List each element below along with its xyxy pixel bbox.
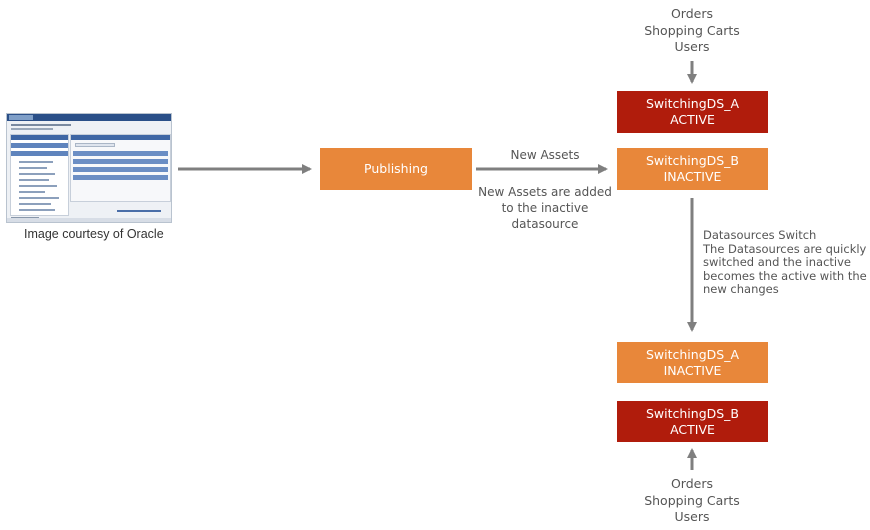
ds-name: SwitchingDS_B [645,405,740,421]
switch-note-line: switched and the inactive [703,255,852,269]
switch-note-title: Datasources Switch [703,228,817,242]
switch-note-line: becomes the active with the [703,268,867,283]
switching-ds-b-inactive-box: SwitchingDS_B INACTIVE [617,148,768,190]
ds-state: ACTIVE [670,112,715,127]
ds-state: INACTIVE [663,362,722,378]
switch-note-line: new changes [703,282,779,296]
thumbnail-right-panel [70,134,171,202]
switching-ds-a-inactive-box: SwitchingDS_A INACTIVE [617,342,768,383]
switching-ds-a-active-box: SwitchingDS_A ACTIVE [617,91,768,133]
switch-note-line: The Datasources are quickly [703,241,867,256]
input-shopping-carts: Shopping Carts [644,22,740,38]
new-assets-description-line: to the inactive datasource [501,201,589,231]
publishing-label: Publishing [364,161,428,176]
input-users: Users [674,39,710,54]
thumbnail-logo [9,115,33,120]
input-orders: Orders [670,6,714,21]
thumbnail-breadcrumb-sub [11,128,53,130]
switching-ds-b-active-box: SwitchingDS_B ACTIVE [617,401,768,442]
ds-name: SwitchingDS_A [645,346,740,362]
thumbnail-titlebar [7,114,171,121]
oracle-console-thumbnail [6,113,172,223]
publishing-box: Publishing [320,148,472,190]
thumbnail-breadcrumb [11,124,71,126]
input-users: Users [674,509,710,524]
datasources-switch-note: Datasources Switch The Datasources are q… [703,228,868,297]
new-assets-label: New Assets [510,148,580,162]
bottom-inputs-label: Orders Shopping Carts Users [632,476,752,526]
thumbnail-statusbar [7,218,171,222]
thumbnail-left-panel [10,134,69,216]
thumbnail-footer-right [117,210,161,212]
ds-state: ACTIVE [670,421,715,437]
thumbnail-caption: Image courtesy of Oracle [24,227,164,241]
ds-name: SwitchingDS_B [645,153,740,168]
new-assets-description-line: New Assets are added [478,185,612,199]
top-inputs-label: Orders Shopping Carts Users [632,6,752,56]
ds-state: INACTIVE [663,169,722,184]
ds-name: SwitchingDS_A [645,96,740,111]
input-shopping-carts: Shopping Carts [644,492,740,508]
new-assets-description: New Assets are added to the inactive dat… [470,184,620,232]
input-orders: Orders [670,476,714,491]
